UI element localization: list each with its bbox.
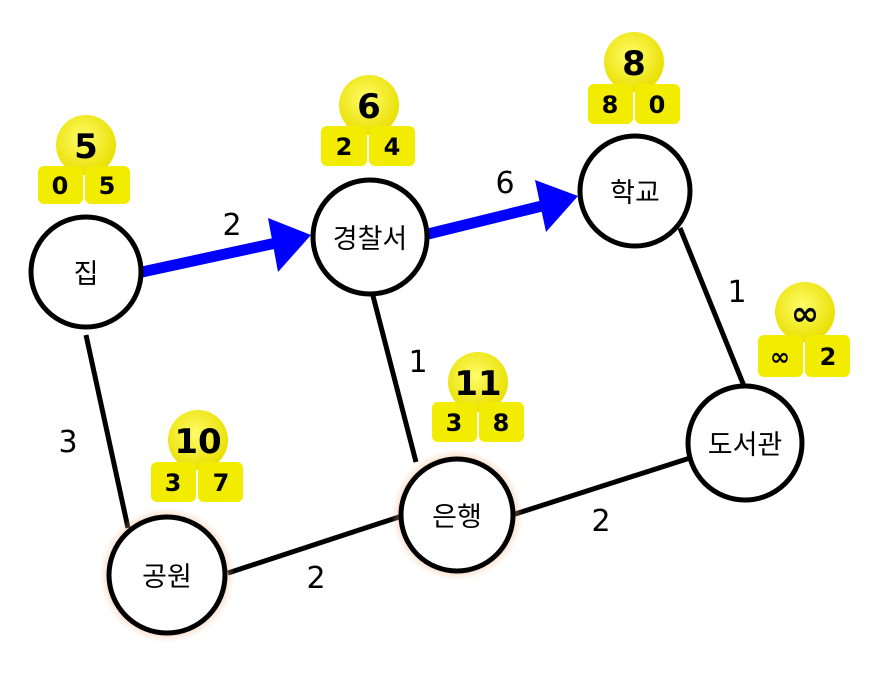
badge-total-library: ∞ [791,294,819,334]
node-park[interactable]: 공원 [99,507,235,643]
badge-police: 6 2 4 [321,75,415,166]
badge-total-home: 5 [74,127,98,167]
edges [83,227,747,576]
badge-park: 10 3 7 [151,410,243,502]
badge-total-police: 6 [357,87,381,127]
node-label-bank: 은행 [432,502,482,533]
node-bank[interactable]: 은행 [391,449,523,581]
edge-home-park [83,334,131,529]
badge-home: 5 0 5 [38,115,130,204]
badge-right-police: 4 [384,133,401,161]
node-label-home: 집 [74,259,99,290]
badge-left-library: ∞ [770,343,790,371]
badge-left-police: 2 [336,133,353,161]
badges: 5 0 5 6 2 4 8 8 0 ∞ [38,32,850,502]
weight-police-bank: 1 [408,345,427,380]
edge-school-library [677,227,747,387]
badge-right-bank: 8 [493,409,510,437]
weight-home-police: 2 [222,208,241,243]
badge-right-library: 2 [820,343,837,371]
edge-police-bank [369,291,419,463]
weight-home-park: 3 [58,425,77,460]
node-library[interactable]: 도서관 [685,383,805,503]
nodes: 집 경찰서 학교 도서관 은행 공원 [28,133,805,643]
badge-left-park: 3 [165,469,182,497]
weight-bank-library: 2 [591,504,610,539]
node-home[interactable]: 집 [28,214,144,330]
node-police[interactable]: 경찰서 [310,177,430,297]
arrow-police-school [426,180,578,240]
badge-total-park: 10 [174,422,221,462]
edge-park-bank [227,513,403,576]
badge-left-bank: 3 [446,409,463,437]
badge-left-home: 0 [52,172,69,200]
badge-right-park: 7 [213,469,230,497]
node-label-park: 공원 [142,562,192,593]
badge-bank: 11 3 8 [432,352,524,442]
weight-park-bank: 2 [306,561,325,596]
path-arrows [140,180,578,278]
weight-school-library: 1 [727,275,746,310]
node-label-police: 경찰서 [333,224,408,255]
node-school[interactable]: 학교 [577,133,693,249]
weight-police-school: 6 [495,166,514,201]
arrow-home-police [140,218,311,278]
node-label-library: 도서관 [708,430,783,461]
edge-weights: 2 6 3 1 1 2 2 [58,166,746,596]
badge-total-bank: 11 [454,364,501,404]
badge-library: ∞ ∞ 2 [758,282,850,377]
badge-right-school: 0 [649,91,666,119]
badge-total-school: 8 [622,44,646,84]
node-label-school: 학교 [610,178,660,209]
badge-left-school: 8 [602,91,619,119]
badge-right-home: 5 [99,172,116,200]
edge-bank-library [511,455,691,518]
badge-school: 8 8 0 [588,32,680,124]
